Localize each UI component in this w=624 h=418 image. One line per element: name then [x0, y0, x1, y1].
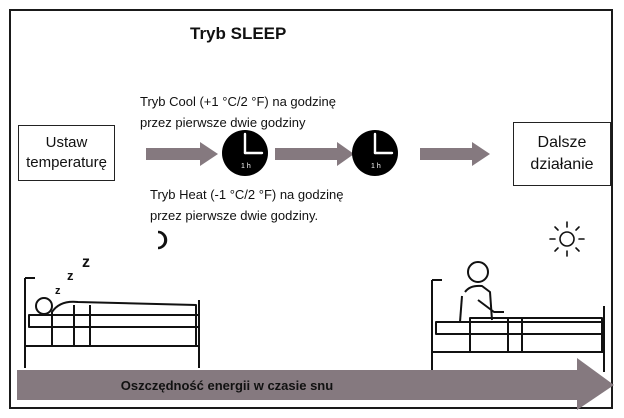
moon-icon: [157, 230, 168, 250]
clock-icon: 1 h: [352, 130, 398, 176]
clock-2-label: 1 h: [371, 163, 381, 170]
svg-text:z: z: [55, 285, 61, 297]
energy-saving-label: Oszczędność energii w czasie snu: [120, 378, 334, 393]
cool-mode-line-2: przez pierwsze dwie godziny: [140, 114, 306, 130]
heat-mode-line-1: Tryb Heat (-1 °C/2 °F) na godzinę: [150, 187, 344, 202]
diagram-frame: [9, 9, 613, 409]
heat-mode-description: Tryb Heat (-1 °C/2 °F) na godzinę przez …: [150, 185, 343, 227]
continue-operation-label: Dalsze działanie: [530, 134, 594, 173]
svg-text:z: z: [82, 254, 90, 271]
clock-1-label: 1 h: [241, 163, 251, 170]
continue-operation-box: Dalsze działanie: [513, 122, 611, 186]
svg-text:z: z: [67, 268, 74, 283]
flow-arrow-1: [146, 142, 218, 166]
energy-saving-arrow: [17, 358, 614, 410]
waking-person-bed-icon: [431, 261, 605, 372]
flow-arrow-3: [420, 142, 490, 166]
cool-mode-description: Tryb Cool (+1 °C/2 °F) na godzinę przez …: [140, 92, 336, 134]
diagram-title: Tryb SLEEP: [190, 24, 287, 43]
heat-mode-line-2: przez pierwsze dwie godziny.: [150, 207, 319, 223]
sun-icon: [549, 221, 585, 257]
cool-mode-line-1: Tryb Cool (+1 °C/2 °F) na godzinę: [140, 94, 336, 109]
clock-icon: 1 h: [222, 130, 268, 176]
sleeping-person-bed-icon: z z z: [24, 254, 200, 368]
flow-arrow-2: [275, 142, 354, 166]
set-temperature-label: Ustaw temperaturę: [26, 133, 107, 171]
set-temperature-box: Ustaw temperaturę: [18, 125, 115, 181]
